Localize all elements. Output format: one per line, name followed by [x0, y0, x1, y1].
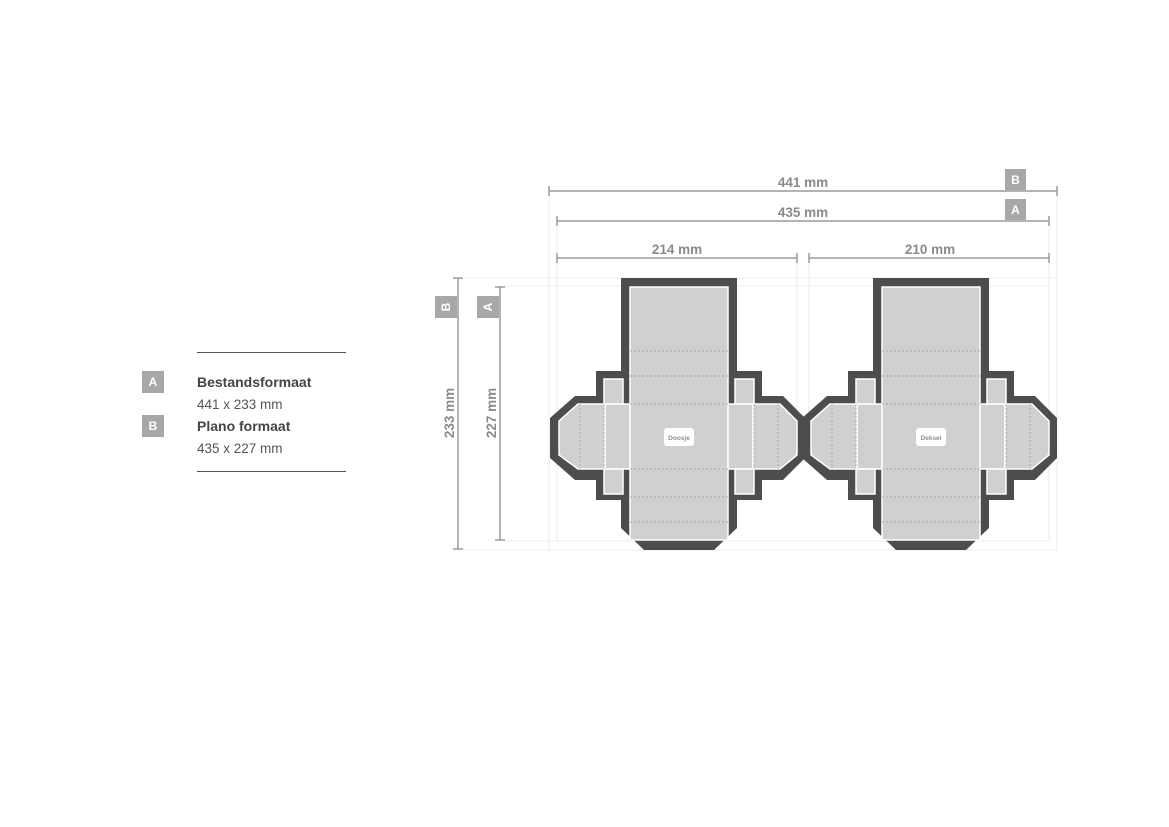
- deksel-right-wing: [979, 403, 1006, 470]
- doosje-main-panel: [629, 286, 729, 541]
- doosje-top-right-tab: [734, 378, 755, 405]
- box-deksel: Deksel: [802, 278, 1057, 550]
- doosje-bottom-right-tab: [734, 468, 755, 495]
- box-label-doosje: Doosje: [668, 435, 690, 442]
- doosje-top-left-tab: [603, 378, 624, 405]
- tag-b-vertical-text: B: [439, 302, 453, 311]
- dim-label-233: 233 mm: [442, 388, 457, 438]
- doosje-left-wing: [604, 403, 631, 470]
- legend-top-rule: [197, 352, 346, 353]
- legend-badge-b: B: [142, 415, 164, 437]
- tag-a-horizontal: [1005, 199, 1026, 220]
- deksel-top-right-tab: [986, 378, 1007, 405]
- doosje-bottom-left-tab: [603, 468, 624, 495]
- deksel-right-flap: [1004, 403, 1050, 470]
- deksel-main-panel: [881, 286, 981, 541]
- legend-title-plano-formaat: Plano formaat: [197, 418, 291, 434]
- deksel-top-left-tab: [855, 378, 876, 405]
- legend-size-plano-formaat: 435 x 227 mm: [197, 441, 283, 456]
- dim-label-210: 210 mm: [905, 242, 955, 257]
- box-doosje: Doosje: [550, 278, 805, 550]
- dim-label-227: 227 mm: [484, 388, 499, 438]
- legend-title-bestandsformaat: Bestandsformaat: [197, 374, 312, 390]
- dim-label-435: 435 mm: [778, 205, 828, 220]
- tag-b-horizontal-text: B: [1011, 173, 1020, 187]
- deksel-bottom-right-tab: [986, 468, 1007, 495]
- deksel-bottom-left-tab: [855, 468, 876, 495]
- dimension-lines: [453, 186, 1058, 550]
- legend-bottom-rule: [197, 471, 346, 472]
- dim-label-441: 441 mm: [778, 175, 828, 190]
- tag-a-vertical-text: A: [481, 302, 495, 311]
- doosje-right-flap: [752, 403, 798, 470]
- doosje-right-wing: [727, 403, 754, 470]
- dim-label-214: 214 mm: [652, 242, 702, 257]
- legend-badge-a: A: [142, 371, 164, 393]
- tag-a-vertical: [477, 296, 499, 318]
- deksel-left-wing: [856, 403, 883, 470]
- trim-guides: [464, 190, 1058, 551]
- legend-size-bestandsformaat: 441 x 233 mm: [197, 397, 283, 412]
- tag-b-horizontal: [1005, 169, 1026, 190]
- box-label-deksel: Deksel: [921, 435, 942, 442]
- tag-a-horizontal-text: A: [1011, 203, 1020, 217]
- tag-b-vertical: [435, 296, 457, 318]
